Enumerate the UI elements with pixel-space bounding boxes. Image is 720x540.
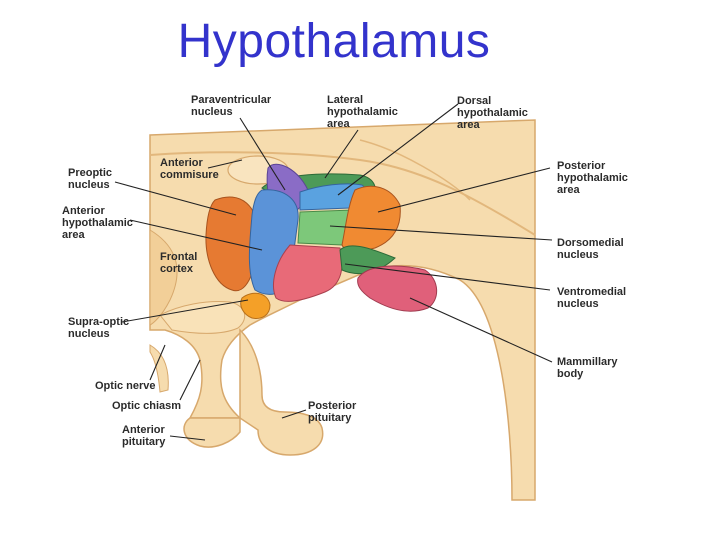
slide-title: Hypothalamus bbox=[177, 15, 491, 68]
label-dorsomedial-nucleus: Dorsomedial nucleus bbox=[557, 237, 624, 261]
posterior-hypothalamic-area-region bbox=[341, 185, 401, 252]
label-dorsal-hypothalamic-area: Dorsal hypothalamic area bbox=[457, 95, 528, 131]
label-ventromedial-nucleus: Ventromedial nucleus bbox=[557, 286, 627, 310]
label-supra-optic-nucleus: Supra-optic nucleus bbox=[68, 316, 130, 340]
preoptic-nucleus-region bbox=[205, 196, 259, 292]
mammillary-body-region bbox=[357, 265, 438, 312]
label-anterior-hypothalamic-area: Anterior hypothalamic area bbox=[62, 205, 133, 241]
nuclei bbox=[205, 163, 438, 319]
label-anterior-commisure: Anterior commisure bbox=[160, 157, 219, 181]
ventromedial-nucleus-region bbox=[273, 244, 343, 302]
label-optic-chiasm: Optic chiasm bbox=[112, 400, 182, 412]
supra-optic-nucleus-region bbox=[240, 292, 271, 319]
label-lateral-hypothalamic-area: Lateral hypothalamic area bbox=[327, 94, 398, 130]
label-mammillary-body: Mammillary body bbox=[557, 356, 618, 380]
label-paraventricular-nucleus: Paraventricular nucleus bbox=[191, 94, 272, 118]
label-anterior-pituitary: Anterior pituitary bbox=[122, 424, 166, 448]
label-posterior-hypothalamic-area: Posterior hypothalamic area bbox=[557, 160, 628, 196]
label-posterior-pituitary: Posterior pituitary bbox=[308, 400, 357, 424]
label-optic-nerve: Optic nerve bbox=[95, 380, 156, 392]
label-preoptic-nucleus: Preoptic nucleus bbox=[68, 167, 113, 191]
label-frontal-cortex: Frontal cortex bbox=[160, 251, 198, 275]
leader-lines bbox=[114, 103, 553, 441]
